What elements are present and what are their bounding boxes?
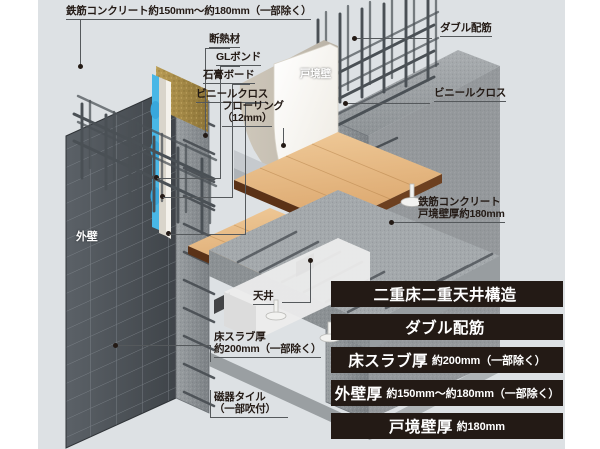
leader-dot-ceiling	[308, 258, 313, 263]
callout-tile-line2: （一部吹付）	[214, 403, 276, 418]
legend-row: ダブル配筋	[331, 314, 563, 340]
legend-row: 戸境壁厚 約180mm	[331, 413, 563, 439]
callout-tile-line1: 磁器タイル	[214, 391, 266, 403]
legend-panel: 二重床二重天井構造 ダブル配筋 床スラブ厚 約200mm（一部除く） 外壁厚 約…	[331, 281, 563, 446]
callout-party-wall: 戸境壁	[300, 68, 331, 80]
leader-dot-rc-outer-wall	[78, 64, 83, 69]
legend-row: 外壁厚 約150mm〜約180mm（一部除く）	[331, 380, 563, 406]
legend-term: 二重床二重天井構造	[373, 287, 517, 304]
callout-gl-bond: GLボンド	[216, 51, 261, 66]
leader-dot-gypsum	[160, 194, 165, 199]
leader-gypsum-h2	[163, 197, 233, 198]
leader-gl-bond-h2	[157, 178, 221, 179]
leader-ceiling-h	[282, 302, 311, 303]
leader-dot-double-rebar	[352, 36, 357, 41]
leader-gypsum-h	[232, 84, 250, 85]
leader-insulation-h	[205, 48, 230, 49]
leader-dot-vinyl-left	[166, 231, 171, 236]
leader-ceiling-v	[310, 260, 311, 302]
legend-detail: 約180mm	[456, 421, 505, 433]
callout-rc-party-line1: 鉄筋コンクリート	[418, 196, 501, 208]
legend-term: 戸境壁厚	[389, 419, 453, 436]
legend-row: 床スラブ厚 約200mm（一部除く）	[331, 347, 563, 373]
callout-rc-party-line2: 戸境壁厚約180mm	[418, 208, 505, 223]
callout-flooring: フローリング	[222, 100, 284, 112]
callout-gypsum-board: 石膏ボード	[203, 69, 255, 84]
legend-term: 床スラブ厚	[348, 353, 428, 370]
wall-layer-vinyl-cloth	[166, 80, 171, 239]
callout-ceiling: 天井	[253, 290, 274, 305]
callout-vinyl-cloth-right: ビニールクロス	[434, 87, 506, 102]
leader-dot-vinyl-right	[343, 101, 348, 106]
legend-detail: 約200mm（一部除く）	[431, 355, 546, 367]
callout-vinyl-cloth-left: ビニールクロス	[196, 88, 268, 103]
legend-term: ダブル配筋	[405, 320, 485, 337]
leader-tile-v	[210, 390, 211, 417]
leader-dot-rc-party	[389, 220, 394, 225]
leader-vinyl-left-v	[245, 103, 246, 234]
leader-insulation-v	[205, 48, 206, 136]
leader-dot-floor-slab	[113, 343, 118, 348]
leader-floor-slab-v	[210, 345, 211, 362]
callout-floor-slab-line2: 約200mm（一部除く）	[214, 343, 321, 358]
legend-term: 外壁厚	[334, 386, 383, 403]
leader-floor-slab-h	[116, 345, 210, 346]
leader-gypsum-v	[232, 84, 233, 197]
leader-flooring-v	[283, 128, 284, 146]
legend-row: 二重床二重天井構造	[331, 281, 563, 307]
leader-dot-insulation	[203, 133, 208, 138]
leader-vinyl-left-h	[245, 103, 261, 104]
callout-flooring-thickness: （12mm）	[222, 112, 272, 127]
callout-outer-wall: 外壁	[76, 231, 98, 243]
callout-floor-slab-line1: 床スラブ厚	[214, 331, 266, 343]
callout-insulation: 断熱材	[209, 33, 240, 48]
leader-double-rebar-h	[355, 38, 432, 39]
leader-rc-party-h	[392, 222, 426, 223]
ceiling-panel	[224, 238, 370, 340]
leader-tile-h	[210, 417, 288, 418]
building-cutaway-illustration	[65, 0, 500, 449]
leader-dot-flooring	[281, 143, 286, 148]
callout-rc-outer-wall: 鉄筋コンクリート約150mm〜約180mm（一部除く）	[66, 5, 312, 20]
leader-dot-gl-bond	[154, 175, 159, 180]
callout-double-rebar: ダブル配筋	[440, 22, 492, 37]
leader-rc-outer-wall-v	[80, 19, 81, 67]
leader-gl-bond-h	[220, 66, 240, 67]
leader-vinyl-left-h2	[169, 234, 246, 235]
leader-vinyl-right-h	[346, 103, 430, 104]
legend-detail: 約150mm〜約180mm（一部除く）	[386, 388, 560, 400]
leader-gl-bond-v	[220, 66, 221, 178]
double-rebar-left	[72, 94, 218, 235]
